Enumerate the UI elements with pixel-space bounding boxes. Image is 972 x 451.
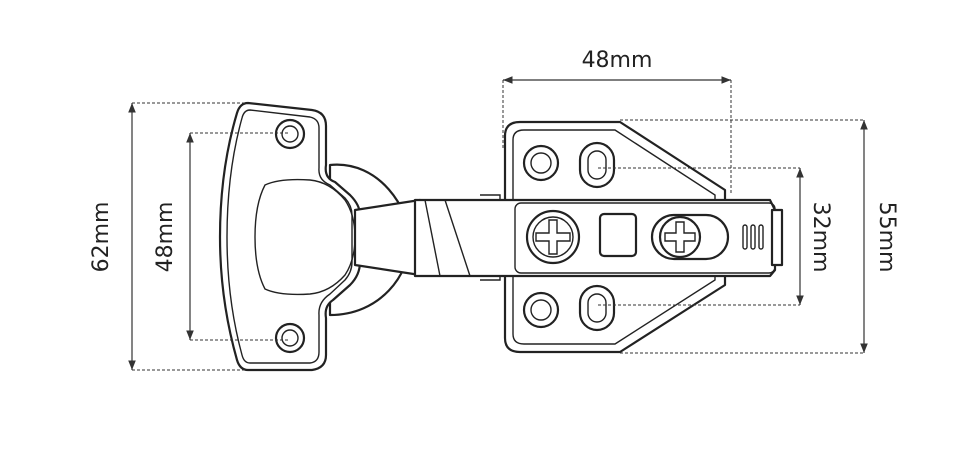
center-square xyxy=(598,212,638,258)
mount-hole-top-left xyxy=(522,144,560,182)
mount-hole-bottom-left xyxy=(522,291,560,329)
cup-plate-inner-outline xyxy=(226,109,353,364)
dimension-label: 48mm xyxy=(582,48,653,73)
hinge-arm xyxy=(353,194,784,281)
screw-hole-bottom xyxy=(274,322,306,354)
dimension-label: 32mm xyxy=(808,202,833,273)
mount-slot-bottom xyxy=(578,284,616,332)
dimension-right-32mm: 32mm xyxy=(598,167,833,306)
phillips-screw-left xyxy=(525,209,581,265)
adjustment-screw-right xyxy=(650,213,730,261)
cup-plate-outline xyxy=(218,101,362,372)
cup-plate xyxy=(218,101,412,372)
arm-neck xyxy=(353,198,422,277)
mount-slot-top xyxy=(578,141,616,189)
dimension-left-62mm: 62mm xyxy=(89,102,245,371)
arm-end-tab xyxy=(770,208,784,267)
screw-hole-top xyxy=(274,118,306,150)
dimension-label: 62mm xyxy=(89,202,114,273)
vent-slots xyxy=(742,224,764,250)
cup-plate-cutout xyxy=(254,178,356,296)
dimension-top-48mm: 48mm xyxy=(502,48,732,195)
dimension-label: 55mm xyxy=(874,202,899,273)
dimension-label: 48mm xyxy=(153,202,178,273)
dimension-right-55mm: 55mm xyxy=(620,119,899,354)
base-plate-inner xyxy=(512,129,716,345)
dimension-left-48mm: 48mm xyxy=(153,132,290,341)
